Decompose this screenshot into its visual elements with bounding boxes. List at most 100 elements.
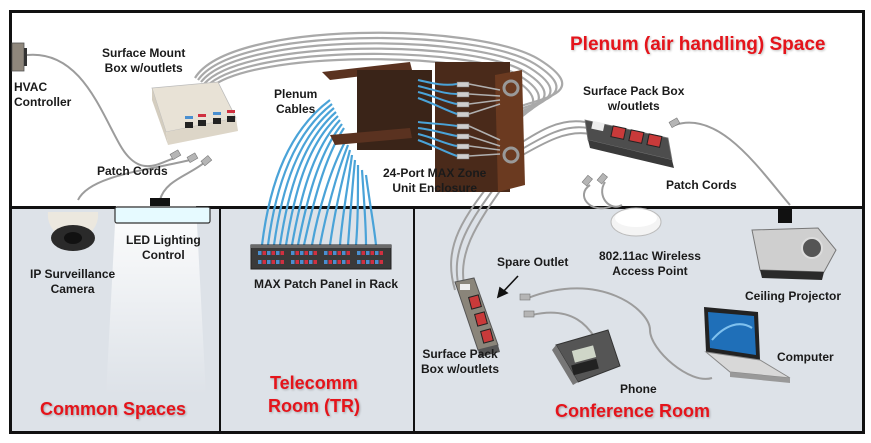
laptop-icon: [704, 307, 791, 383]
patch-panel-port: [337, 251, 341, 255]
spb-top-patch-cords: [583, 121, 791, 210]
label-line: Cables: [275, 102, 316, 116]
label-surface-pack-box-conf: Surface Pack Box w/outlets: [421, 347, 499, 377]
patch-panel-port: [262, 260, 266, 264]
patch-panel-port: [375, 251, 379, 255]
patch-panel-port: [295, 260, 299, 264]
label-patch-cords-right: Patch Cords: [666, 178, 737, 192]
patch-panel-port: [361, 260, 365, 264]
hvac-patch-cord: [26, 53, 176, 168]
label-patch-cords-left: Patch Cords: [97, 164, 168, 178]
patch-panel-port: [328, 251, 332, 255]
label-line: Camera: [50, 282, 95, 296]
smb-patch-cords: [77, 159, 206, 201]
patch-panel-port: [300, 260, 304, 264]
patch-panel-port: [309, 251, 313, 255]
label-line: IP Surveillance: [30, 267, 116, 281]
ceiling-projector-icon: [751, 207, 837, 280]
zone-title-common: Common Spaces: [40, 399, 187, 419]
ceiling-divider: [12, 206, 862, 209]
zone-title-plenum: Plenum (air handling) Space: [570, 34, 826, 55]
patch-panel-port: [357, 260, 361, 264]
patch-panel-port: [276, 260, 280, 264]
patch-panel-port: [271, 260, 275, 264]
spare-outlet-arrow: [496, 275, 519, 299]
label-line: Access Point: [612, 264, 688, 278]
patch-panel-port: [342, 251, 346, 255]
wall-divider-1: [219, 207, 221, 431]
patch-panel-port: [280, 260, 284, 264]
label-line: Plenum: [274, 87, 318, 101]
patch-panel-port: [258, 251, 262, 255]
patch-panel-port: [357, 251, 361, 255]
patch-panel-port: [313, 260, 317, 264]
patch-panel-port: [324, 251, 328, 255]
label-ceiling-projector: Ceiling Projector: [745, 289, 842, 303]
patch-panel-port: [280, 251, 284, 255]
patch-panel-port: [361, 251, 365, 255]
label-max-zone-enclosure: 24-Port MAX Zone Unit Enclosure: [383, 166, 486, 196]
patch-panel-port: [258, 260, 262, 264]
rj45-plugs-left: [169, 149, 213, 167]
patch-panel-port: [366, 260, 370, 264]
patch-panel-port: [295, 251, 299, 255]
conference-phone-icon: [552, 329, 621, 385]
patch-panel-port: [375, 260, 379, 264]
patch-panel-port: [291, 251, 295, 255]
max-zone-enclosure-icon: [322, 62, 525, 192]
patch-panel-port: [324, 260, 328, 264]
label-plenum-cables: Plenum Cables: [274, 87, 317, 117]
patch-panel-port: [262, 251, 266, 255]
light-beam: [106, 205, 206, 395]
label-line: Box w/outlets: [104, 61, 183, 75]
label-led-lighting: LED Lighting Control: [126, 233, 201, 263]
patch-panel-port: [346, 260, 350, 264]
patch-panel-port: [328, 260, 332, 264]
patch-panel-port: [379, 251, 383, 255]
label-surface-pack-box-top: Surface Pack Box w/outlets: [583, 84, 684, 114]
patch-panel-port: [267, 260, 271, 264]
hvac-controller-icon: [11, 42, 27, 72]
patch-panel-port: [370, 251, 374, 255]
label-line: Box w/outlets: [421, 362, 500, 376]
patch-panel-port: [333, 260, 337, 264]
label-line: 24-Port MAX Zone: [383, 166, 487, 180]
patch-panel-port: [346, 251, 350, 255]
wireless-access-point-icon: [610, 207, 662, 237]
zone-title-tr-line1: Telecomm: [270, 373, 358, 393]
label-ip-camera: IP Surveillance Camera: [30, 267, 115, 297]
label-line: 802.11ac Wireless: [599, 249, 701, 263]
label-spare-outlet: Spare Outlet: [497, 255, 569, 269]
patch-panel-port: [300, 251, 304, 255]
patch-panel-port: [304, 251, 308, 255]
surface-mount-box-icon: [151, 81, 238, 145]
patch-panel-port: [267, 251, 271, 255]
label-line: LED Lighting: [126, 233, 201, 247]
zone-title-tr-line2: Room (TR): [268, 396, 360, 416]
label-line: Control: [142, 248, 185, 262]
label-computer: Computer: [777, 350, 834, 364]
patch-panel-port: [304, 260, 308, 264]
surface-pack-box-conf-icon: [454, 277, 500, 357]
label-line: w/outlets: [607, 99, 660, 113]
blue-plenum-cables: [260, 99, 378, 246]
label-wireless-ap: 802.11ac Wireless Access Point: [599, 249, 701, 279]
label-patch-panel: MAX Patch Panel in Rack: [254, 277, 399, 291]
patch-panel-icon: [250, 244, 392, 270]
patch-panel-port: [366, 251, 370, 255]
label-line: Surface Mount: [102, 46, 186, 60]
patch-panel-port: [342, 260, 346, 264]
label-phone: Phone: [620, 382, 657, 396]
ip-camera-icon: [47, 212, 99, 251]
patch-panel-port: [337, 260, 341, 264]
patch-panel-port: [333, 251, 337, 255]
wall-divider-2: [413, 207, 415, 431]
label-line: Unit Enclosure: [392, 181, 478, 195]
patch-panel-port: [313, 251, 317, 255]
surface-pack-box-top-icon: [584, 119, 674, 168]
patch-panel-port: [276, 251, 280, 255]
label-line: Controller: [14, 95, 72, 109]
label-line: HVAC: [14, 80, 48, 94]
label-hvac-controller: HVAC Controller: [14, 80, 71, 110]
